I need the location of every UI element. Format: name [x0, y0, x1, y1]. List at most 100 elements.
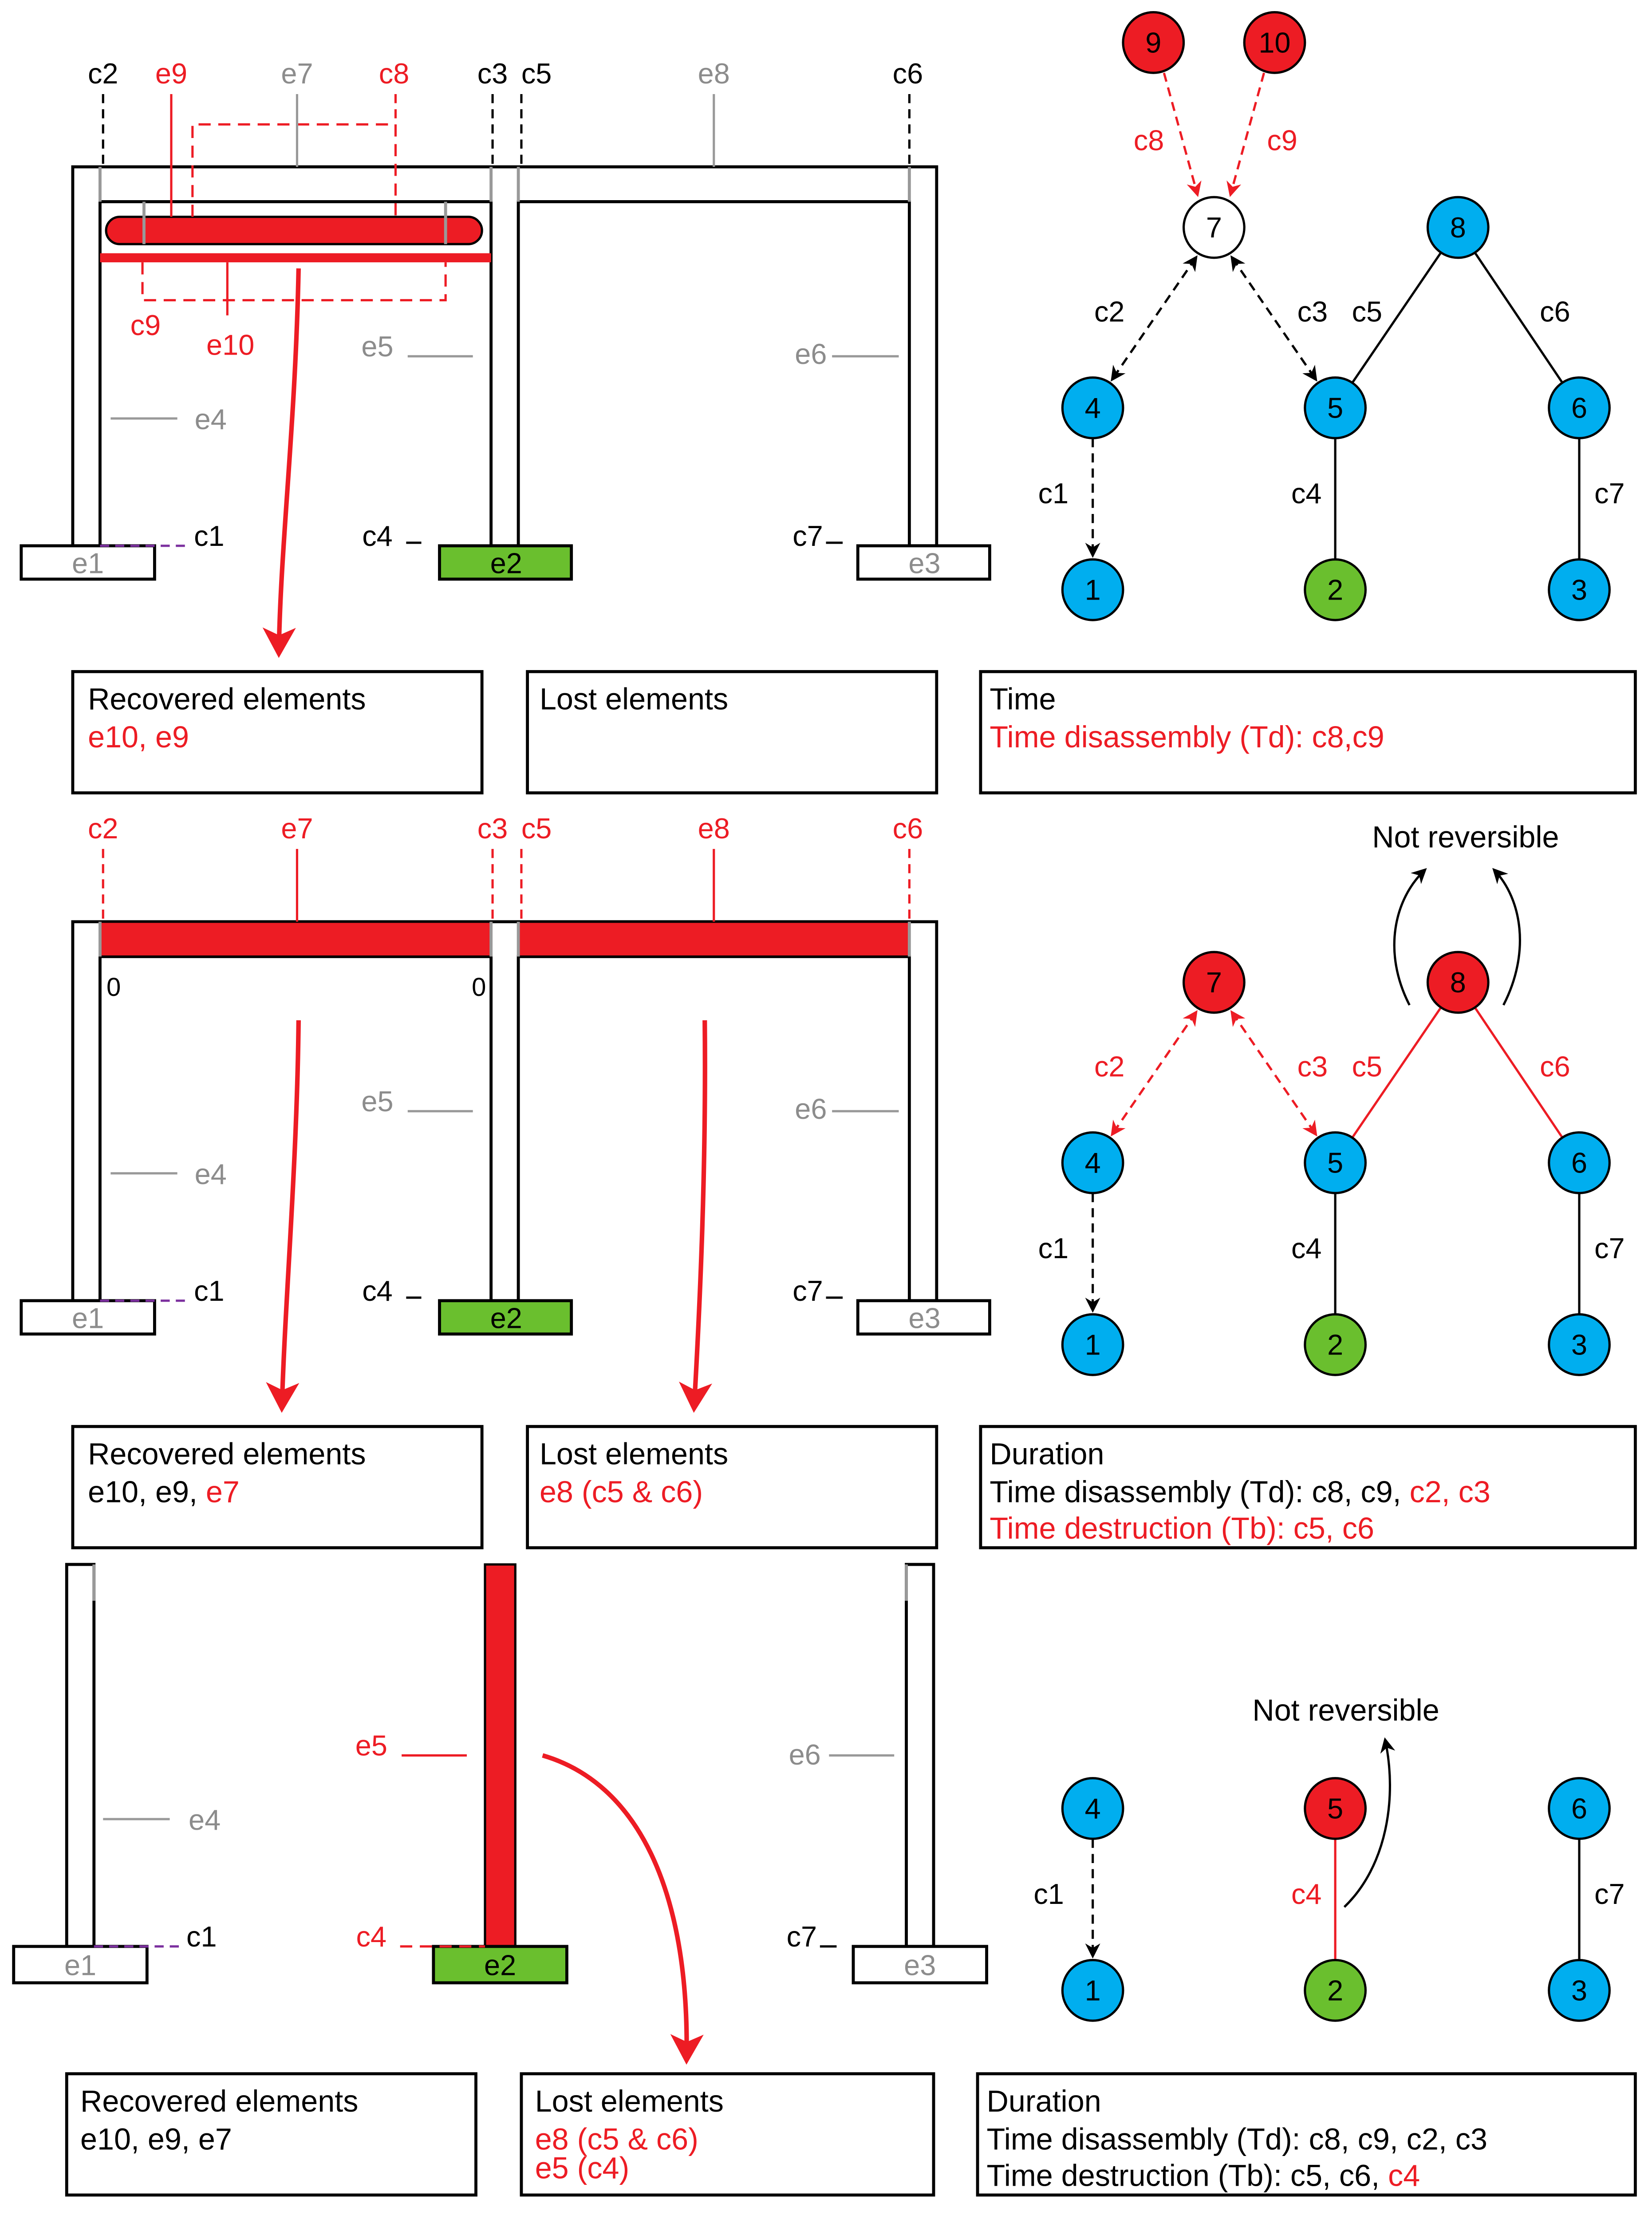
node-4: 4 — [1061, 1777, 1124, 1840]
label-e9: e9 — [155, 57, 187, 90]
edge-label-c3: c3 — [1297, 295, 1328, 328]
edge-label-c7: c7 — [1594, 1232, 1625, 1264]
connection-c9-box — [141, 262, 447, 302]
lost-elements-box: Lost elements e8 (c5 & c6) — [526, 1425, 938, 1549]
node-3: 3 — [1548, 558, 1611, 621]
label-c2: c2 — [88, 812, 118, 845]
column-left — [65, 1563, 96, 1948]
stage-1-graph: c8 c9 c2 c3 c5 c6 c1 c4 c7 9 10 7 8 4 5 … — [1038, 11, 1625, 621]
svg-text:1: 1 — [1085, 573, 1101, 606]
not-reversible-note: Not reversible — [1372, 821, 1559, 854]
stage-3-graph: Not reversible c1 c4 c7 4 5 6 1 2 3 — [1033, 1694, 1625, 2022]
svg-text:Recovered elements: Recovered elements — [88, 1437, 366, 1471]
label-e6: e6 — [795, 1093, 827, 1125]
footing-e3 — [856, 544, 991, 581]
label-e5: e5 — [361, 330, 393, 363]
svg-text:Time destruction (Tb): c5, c6: Time destruction (Tb): c5, c6 — [990, 1512, 1374, 1545]
svg-text:5: 5 — [1327, 1146, 1343, 1179]
beam-e9 — [105, 216, 483, 245]
label-c3: c3 — [477, 57, 508, 90]
node-7: 7 — [1183, 951, 1246, 1014]
stage-3-structure: e1 e2 e3 e5 e6 e4 c1 c4 c7 — [12, 1563, 988, 2065]
removed-joint-mark: 0 — [472, 973, 486, 1002]
svg-text:10: 10 — [1258, 26, 1290, 59]
edge-label-c8: c8 — [1134, 124, 1164, 156]
svg-text:Time disassembly (Td): c8,c9: Time disassembly (Td): c8,c9 — [990, 720, 1384, 754]
node-1: 1 — [1061, 1313, 1124, 1376]
edge-label-c4: c4 — [1291, 1878, 1322, 1910]
node-5: 5 — [1304, 1777, 1367, 1840]
connection-c8-box — [191, 123, 397, 217]
label-e10: e10 — [206, 328, 254, 361]
label-c1: c1 — [194, 1275, 225, 1307]
label-c7: c7 — [792, 1275, 823, 1307]
label-e2: e2 — [490, 1302, 522, 1334]
svg-text:Duration: Duration — [987, 2085, 1101, 2118]
label-e7: e7 — [281, 812, 313, 845]
svg-text:7: 7 — [1206, 966, 1222, 999]
node-1: 1 — [1061, 1958, 1124, 2022]
edge-label-c9: c9 — [1267, 124, 1297, 156]
label-e1: e1 — [64, 1949, 96, 1982]
edge-label-c4: c4 — [1291, 1232, 1322, 1264]
svg-text:3: 3 — [1571, 1328, 1587, 1361]
svg-text:Time destruction (Tb): c5, c6,: Time destruction (Tb): c5, c6, c4 — [987, 2159, 1420, 2192]
label-c6: c6 — [893, 812, 923, 845]
svg-text:7: 7 — [1206, 211, 1222, 244]
svg-text:2: 2 — [1327, 1328, 1343, 1361]
label-c1: c1 — [186, 1920, 217, 1953]
svg-text:e10, e9, e7: e10, e9, e7 — [80, 2123, 232, 2156]
svg-text:Time: Time — [990, 683, 1056, 716]
node-4: 4 — [1061, 1131, 1124, 1194]
edge-label-c2: c2 — [1094, 1050, 1125, 1082]
svg-text:8: 8 — [1450, 966, 1466, 999]
footing-e1 — [20, 544, 156, 581]
recovered-elements-box: Recovered elements e10, e9, e7 — [65, 2072, 477, 2197]
label-e8: e8 — [698, 57, 730, 90]
node-6: 6 — [1548, 376, 1611, 439]
node-1: 1 — [1061, 558, 1124, 621]
svg-text:Recovered elements: Recovered elements — [88, 683, 366, 716]
node-8: 8 — [1426, 196, 1490, 259]
svg-text:2: 2 — [1327, 1974, 1343, 2006]
not-reversible-note: Not reversible — [1252, 1694, 1439, 1727]
label-c7: c7 — [792, 520, 823, 552]
lost-elements-box: Lost elements — [526, 670, 938, 794]
node-6: 6 — [1548, 1131, 1611, 1194]
svg-text:Lost elements: Lost elements — [535, 2085, 724, 2118]
lost-arrow — [542, 1753, 704, 2065]
label-e3: e3 — [908, 547, 940, 579]
label-c1: c1 — [194, 520, 225, 552]
edge-label-c5: c5 — [1352, 1050, 1383, 1082]
svg-text:e10, e9: e10, e9 — [88, 720, 189, 754]
label-c4: c4 — [356, 1920, 387, 1953]
label-e4: e4 — [195, 1158, 227, 1190]
edge-label-c1: c1 — [1038, 477, 1069, 509]
node-3: 3 — [1548, 1313, 1611, 1376]
svg-text:Time disassembly (Td): c8, c9,: Time disassembly (Td): c8, c9, c2, c3 — [990, 1475, 1490, 1509]
label-e2: e2 — [484, 1949, 516, 1982]
stage-3-boxes: Recovered elements e10, e9, e7 Lost elem… — [65, 2072, 1637, 2197]
label-c5: c5 — [521, 57, 552, 90]
label-e4: e4 — [189, 1804, 221, 1836]
label-e1: e1 — [72, 547, 104, 579]
edge-label-c3: c3 — [1297, 1050, 1328, 1082]
svg-text:Recovered elements: Recovered elements — [80, 2085, 358, 2118]
edge-label-c1: c1 — [1033, 1878, 1064, 1910]
node-10: 10 — [1243, 11, 1306, 74]
beam-e10 — [100, 253, 491, 263]
svg-text:e8 (c5 & c6): e8 (c5 & c6) — [535, 2123, 698, 2156]
stage-2-boxes: Recovered elements e10, e9, e7 Lost elem… — [71, 1425, 1637, 1549]
svg-text:8: 8 — [1450, 211, 1466, 244]
label-e5: e5 — [361, 1085, 393, 1117]
edge-label-c7: c7 — [1594, 477, 1625, 509]
lost-arrow — [678, 1020, 712, 1413]
svg-text:e5 (c4): e5 (c4) — [535, 2151, 630, 2185]
svg-text:6: 6 — [1571, 1146, 1587, 1179]
node-2: 2 — [1304, 1313, 1367, 1376]
svg-text:Lost elements: Lost elements — [540, 683, 728, 716]
svg-text:Lost elements: Lost elements — [540, 1437, 728, 1471]
label-c6: c6 — [893, 57, 923, 90]
removed-joint-mark: 0 — [106, 973, 121, 1002]
